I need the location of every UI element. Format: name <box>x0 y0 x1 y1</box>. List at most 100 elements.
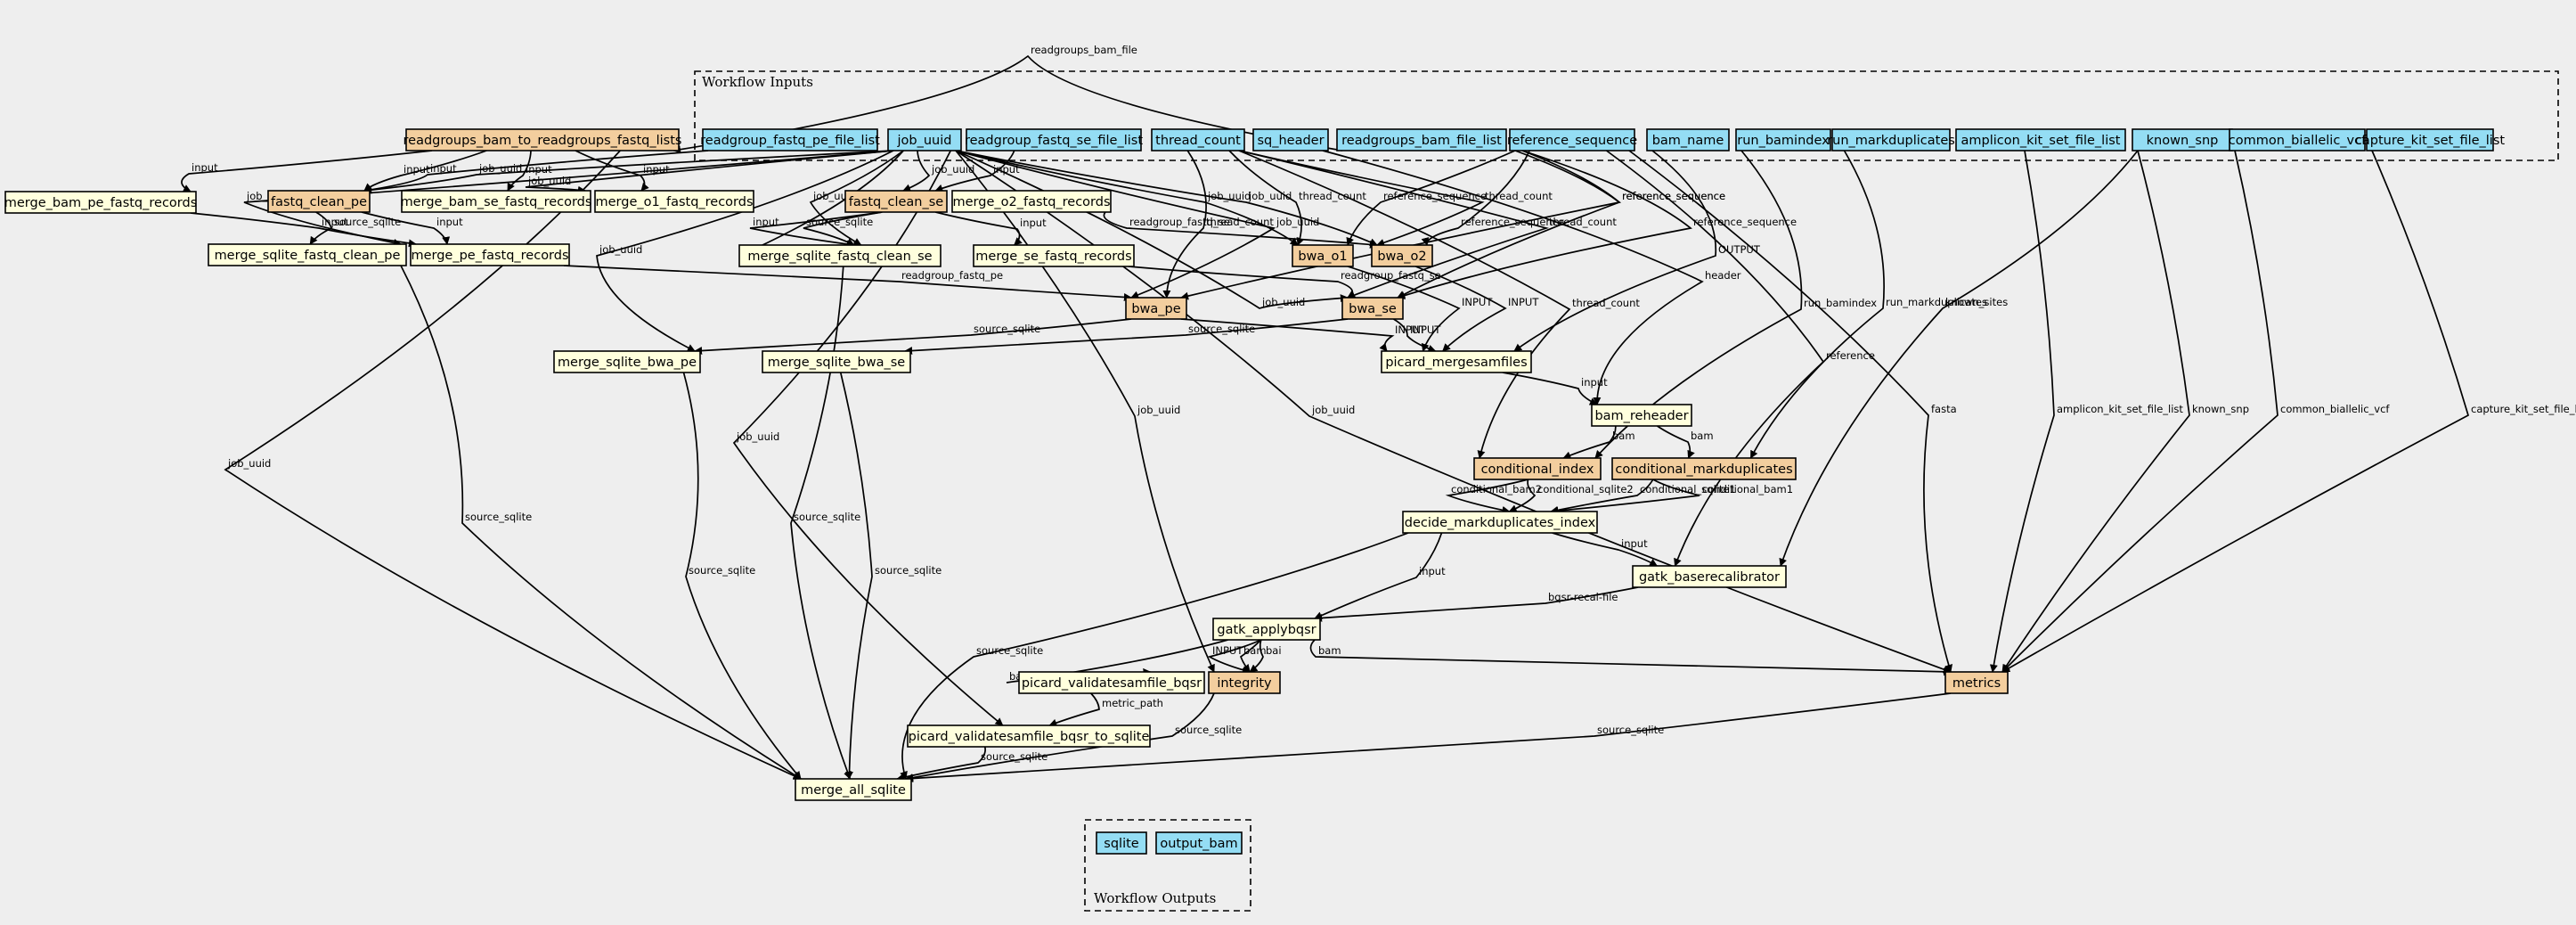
workflow-outputs-cluster: Workflow Outputs <box>1084 819 1251 912</box>
edge-thread-count-to-bwa-se <box>1238 150 1550 299</box>
edge-conditional-markduplicates-to-decide-markduplicates-index <box>1550 479 1700 515</box>
node-label: merge_o2_fastq_records <box>952 195 1110 209</box>
node-decide-markduplicates-index: decide_markduplicates_index <box>1402 511 1598 534</box>
node-label: bwa_o2 <box>1377 250 1426 264</box>
edge-gatk-applybqsr-to-metrics <box>1309 639 1952 676</box>
node-thread-count: thread_count <box>1151 128 1245 151</box>
edge-reference-sequence-to-bwa-o2 <box>1421 150 1531 246</box>
edge-job-uuid-to-integrity <box>955 150 1215 673</box>
edge-bam-name-to-picard-mergesamfiles <box>1513 150 1717 352</box>
edge-known-snp-to-gatk-baserecalibrator <box>1779 150 2139 567</box>
edge-label: bam <box>1243 644 1267 657</box>
edge-thread-count-to-bwa-o1 <box>1228 150 1305 246</box>
edge-bwa-pe-to-merge-sqlite-bwa-pe <box>694 318 1132 355</box>
edge-conditional-markduplicates-to-decide-markduplicates-index <box>1550 479 1654 514</box>
edge-label: source_sqlite <box>976 644 1043 657</box>
node-output-bam: output_bam <box>1155 831 1243 855</box>
edge-label: conditional_sqlite1 <box>1640 483 1736 495</box>
node-box <box>973 244 1135 267</box>
edge-job-uuid-to-fastq-clean-pe <box>363 150 894 194</box>
edge-fastq-clean-pe-to-merge-pe-fastq-records <box>361 211 451 245</box>
edge-job-uuid-to-bwa-se <box>955 150 1349 309</box>
edge-label: job_uuid <box>527 175 571 187</box>
node-label: fastq_clean_se <box>849 195 943 209</box>
edge-reference-sequence-to-bwa-se <box>1397 150 1621 299</box>
edge-label: fasta <box>1931 403 1957 415</box>
node-conditional-markduplicates: conditional_markduplicates <box>1611 457 1797 480</box>
edge-label: capture_kit_set_file_list <box>2471 403 2576 415</box>
edge-label: job_uuid <box>1261 296 1305 308</box>
edge-thread-count-to-bwa-pe <box>1162 150 1207 299</box>
edge-capture-kit-set-file-list-to-metrics <box>2001 150 2470 673</box>
node-label: merge_sqlite_fastq_clean_pe <box>215 249 401 263</box>
edge-decide-markduplicates-index-to-gatk-applybqsr <box>1314 532 1443 619</box>
edge-known-snp-to-metrics <box>2001 150 2190 673</box>
edge-merge-o2-fastq-records-to-bwa-o2 <box>1103 211 1378 249</box>
workflow-outputs-title: Workflow Outputs <box>1094 890 1216 906</box>
edge-reference-sequence-to-bwa-se <box>1397 150 1692 299</box>
edge-label: reference <box>1826 349 1875 362</box>
node-box <box>702 128 878 151</box>
edge-label: INPUT <box>1462 296 1493 308</box>
node-picard-validatesamfile-bqsr-to-sqlite: picard_validatesamfile_bqsr_to_sqlite <box>907 724 1151 748</box>
node-merge-bam-pe-fastq-records: merge_bam_pe_fastq_records <box>4 191 197 214</box>
workflow-inputs-title: Workflow Inputs <box>702 74 813 90</box>
edge-label: job_uuid <box>1207 190 1251 202</box>
edge-readgroups-bam-file-list-to-readgroups-bam-to-readgroups-fastq-lists <box>673 54 1343 154</box>
edge-label: reference_sequence <box>1622 190 1725 202</box>
node-label: picard_validatesamfile_bqsr_to_sqlite <box>909 730 1150 744</box>
edge-metrics-to-merge-all-sqlite <box>905 692 1952 782</box>
node-bwa-o2: bwa_o2 <box>1371 244 1433 267</box>
node-merge-se-fastq-records: merge_se_fastq_records <box>973 244 1135 267</box>
node-reference-sequence: reference_sequence <box>1507 128 1637 151</box>
edge-label: reference_sequence <box>1461 216 1564 228</box>
edge-label: input <box>1621 537 1648 550</box>
node-box <box>1212 618 1321 641</box>
edge-label: source_sqlite <box>806 216 873 228</box>
node-merge-sqlite-fastq-clean-se: merge_sqlite_fastq_clean_se <box>738 244 942 267</box>
node-box <box>208 243 407 266</box>
edge-reference-sequence-to-metrics <box>1628 150 1953 673</box>
edge-label: input <box>1581 376 1608 389</box>
node-merge-sqlite-fastq-clean-pe: merge_sqlite_fastq_clean_pe <box>208 243 407 266</box>
edge-label: amplicon_kit_set_file_list <box>2057 403 2183 415</box>
edge-thread-count-to-bwa-o2 <box>1238 150 1485 247</box>
edge-label: header <box>1705 269 1741 282</box>
node-gatk-baserecalibrator: gatk_baserecalibrator <box>1632 565 1787 588</box>
node-box <box>1341 297 1404 320</box>
node-label: capture_kit_set_file_list <box>2355 134 2505 148</box>
node-label: merge_se_fastq_records <box>975 250 1131 264</box>
node-box <box>738 244 942 267</box>
node-fastq-clean-pe: fastq_clean_pe <box>267 190 371 213</box>
node-label: merge_sqlite_bwa_se <box>768 356 906 370</box>
node-merge-o1-fastq-records: merge_o1_fastq_records <box>594 190 754 213</box>
node-box <box>1336 128 1507 151</box>
node-label: amplicon_kit_set_file_list <box>1961 134 2121 148</box>
node-readgroup-fastq-se-file-list: readgroup_fastq_se_file_list <box>965 128 1143 151</box>
edge-merge-sqlite-fastq-clean-se-to-merge-all-sqlite <box>790 266 852 780</box>
node-box <box>1646 128 1730 151</box>
node-label: picard_mergesamfiles <box>1385 356 1527 370</box>
node-label: readgroups_bam_to_readgroups_fastq_lists <box>404 134 682 148</box>
edge-label: input <box>643 163 670 176</box>
edge-bwa-o1-to-picard-mergesamfiles <box>1347 266 1461 352</box>
node-box <box>844 190 948 213</box>
node-box <box>1944 671 2009 694</box>
node-box <box>594 190 754 213</box>
edge-label: readgroup_fastq_se <box>1129 216 1230 228</box>
node-label: readgroup_fastq_se_file_list <box>965 134 1143 148</box>
edge-label: readgroups_bam_file <box>1031 44 1137 56</box>
node-box <box>1381 350 1532 373</box>
edge-label: run_markduplicates <box>1886 296 1987 308</box>
edge-label: input <box>322 216 348 228</box>
node-box <box>4 191 197 214</box>
edge-label: bam <box>1612 430 1635 442</box>
node-box <box>2366 128 2494 151</box>
node-label: bam_name <box>1652 134 1724 148</box>
node-label: bwa_se <box>1349 302 1397 316</box>
edge-picard-validatesamfile-bqsr-to-picard-validatesamfile-bqsr-to-sqlite <box>1048 692 1100 727</box>
node-sqlite: sqlite <box>1096 831 1147 855</box>
edge-conditional-index-to-decide-markduplicates-index <box>1445 479 1528 514</box>
node-bam-reheader: bam_reheader <box>1591 404 1692 427</box>
edge-label: readgroup_fastq_pe <box>901 269 1003 282</box>
